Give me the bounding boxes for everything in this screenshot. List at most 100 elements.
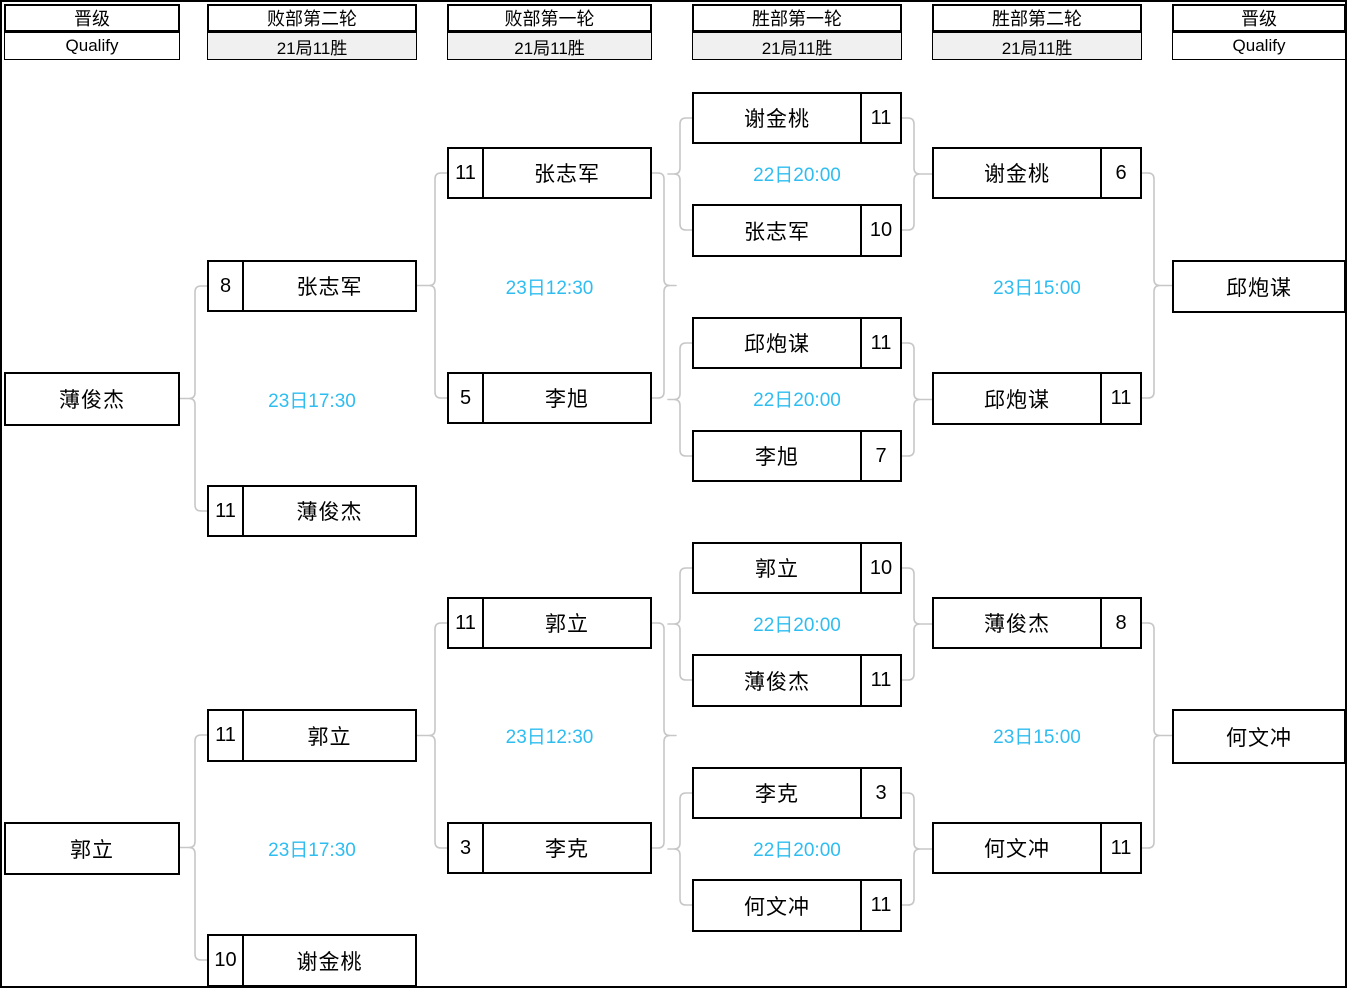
bracket-brace: [667, 117, 693, 231]
player-score: 11: [209, 487, 244, 535]
header-qualify-right: 晋级: [1172, 4, 1345, 32]
player-name: 邱炮谋: [984, 388, 1050, 412]
bracket-brace: [179, 734, 208, 961]
match-time: 22日20:00: [753, 614, 841, 636]
player-score: 11: [449, 149, 484, 197]
header-title: 晋级: [1241, 9, 1277, 29]
player-score: 11: [860, 319, 900, 367]
player-name: 薄俊杰: [296, 501, 363, 524]
player-slot: 邱炮谋 11: [932, 372, 1142, 425]
subheader-label: 21局11胜: [514, 38, 585, 58]
qualifier-name: 郭立: [70, 838, 114, 862]
player-score: 5: [449, 374, 484, 422]
bracket-brace: [179, 285, 208, 512]
match-time: 22日20:00: [753, 389, 841, 411]
player-score: 11: [209, 711, 244, 760]
player-name: 何文冲: [744, 895, 810, 919]
player-score: 7: [860, 432, 900, 480]
subheader-qualify-left: Qualify: [4, 32, 180, 60]
header-winners-r1: 胜部第一轮: [692, 4, 902, 32]
match-time: 23日12:30: [505, 726, 594, 748]
player-score: 6: [1100, 149, 1140, 197]
bracket-brace: [667, 792, 693, 906]
player-name: 郭立: [545, 613, 589, 636]
player-name: 李旭: [755, 446, 799, 469]
bracket-brace: [651, 172, 677, 399]
qualifier-box-right-2: 何文冲: [1172, 709, 1345, 764]
match-time: 23日15:00: [993, 726, 1081, 748]
bracket-brace: [667, 342, 693, 457]
bracket-brace: [901, 567, 933, 681]
player-slot: 李旭 5: [447, 372, 652, 424]
player-name: 郭立: [755, 558, 799, 581]
header-title: 晋级: [74, 9, 110, 29]
match-time: 23日15:00: [993, 277, 1081, 299]
qualifier-box-left-1: 薄俊杰: [4, 372, 180, 426]
match-time: 22日20:00: [753, 164, 841, 186]
subheader-losers-r1: 21局11胜: [447, 32, 652, 60]
subheader-label: 21局11胜: [276, 38, 348, 58]
bracket-brace: [1141, 622, 1173, 849]
player-score: 10: [860, 206, 900, 255]
subheader-losers-r2: 21局11胜: [207, 32, 417, 60]
subheader-winners-r2: 21局11胜: [932, 32, 1142, 60]
header-losers-r2: 败部第二轮: [207, 4, 417, 32]
player-name: 张志军: [296, 276, 363, 299]
bracket-brace: [901, 792, 933, 906]
player-name: 谢金桃: [744, 108, 810, 131]
header-title: 败部第一轮: [504, 9, 595, 29]
bracket-brace: [901, 117, 933, 231]
player-name: 张志军: [534, 163, 600, 186]
player-name: 李克: [545, 838, 589, 861]
header-title: 胜部第一轮: [752, 9, 842, 29]
qualifier-box-left-2: 郭立: [4, 822, 180, 875]
subheader-label: Qualify: [1232, 36, 1286, 55]
player-slot: 李旭 7: [692, 430, 902, 482]
player-slot: 张志军 11: [447, 147, 652, 199]
header-losers-r1: 败部第一轮: [447, 4, 652, 32]
player-score: 11: [449, 599, 484, 647]
bracket-brace: [1141, 172, 1173, 399]
player-slot: 张志军 10: [692, 204, 902, 257]
subheader-winners-r1: 21局11胜: [692, 32, 902, 60]
match-time: 23日17:30: [268, 390, 356, 412]
bracket-brace: [651, 622, 677, 849]
header-title: 败部第二轮: [267, 9, 357, 29]
subheader-qualify-right: Qualify: [1172, 32, 1345, 60]
match-time: 23日17:30: [268, 839, 356, 861]
qualifier-name: 邱炮谋: [1226, 276, 1292, 300]
player-score: 3: [860, 769, 900, 817]
qualifier-name: 何文冲: [1226, 726, 1292, 750]
player-name: 李克: [755, 783, 799, 806]
qualifier-name: 薄俊杰: [59, 389, 125, 412]
player-name: 薄俊杰: [744, 670, 810, 694]
player-score: 8: [1100, 599, 1140, 647]
player-score: 11: [1100, 374, 1140, 423]
bracket-brace: [667, 567, 693, 681]
subheader-label: 21局11胜: [1001, 38, 1073, 58]
subheader-label: Qualify: [65, 36, 119, 55]
qualifier-box-right-1: 邱炮谋: [1172, 260, 1345, 313]
header-winners-r2: 胜部第二轮: [932, 4, 1142, 32]
player-name: 李旭: [545, 388, 589, 411]
bracket-brace: [901, 342, 933, 457]
player-score: 3: [449, 824, 484, 872]
player-slot: 薄俊杰 11: [207, 485, 417, 537]
header-qualify-left: 晋级: [4, 4, 180, 32]
player-name: 张志军: [744, 220, 810, 244]
player-name: 何文冲: [984, 838, 1050, 861]
player-slot: 李克 3: [447, 822, 652, 874]
